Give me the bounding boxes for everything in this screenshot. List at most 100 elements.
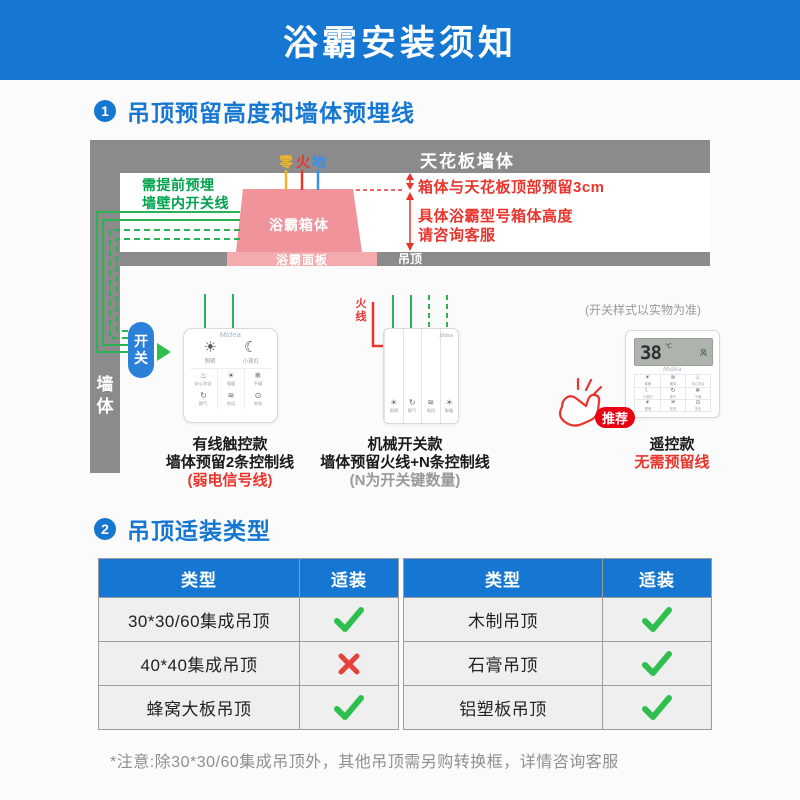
- section2-number-badge: 2: [94, 518, 116, 540]
- live-wire-label: 火: [296, 154, 310, 170]
- title-bar: 浴霸安装须知: [0, 0, 800, 80]
- ceiling-type-cell: 铝塑板吊顶: [404, 686, 602, 729]
- remote-key-light: ☀照明: [635, 399, 660, 411]
- remote-key-fan: ✳吹风: [660, 399, 685, 411]
- page-title: 浴霸安装须知: [282, 23, 517, 63]
- section2-header: 2 吊顶适装类型: [94, 512, 271, 546]
- midea-logo: Midea: [219, 332, 242, 339]
- mech-key-vent: ↻换气: [402, 329, 422, 423]
- touch-panel-wires: [204, 294, 234, 329]
- heater-panel-strip: 浴霸面板: [227, 252, 377, 267]
- ceiling-type-cell: 蜂窝大板吊顶: [99, 686, 299, 729]
- ground-wire-label: 地: [312, 154, 326, 170]
- embed-note-line1: 需提前预埋: [142, 177, 215, 193]
- ceiling-type-cell: 木制吊顶: [404, 598, 602, 641]
- dry-icon: ❄: [695, 387, 701, 394]
- bath-icon: ♨: [199, 371, 208, 380]
- compatibility-table-right: 类型 适装 木制吊顶 石膏吊顶 铝塑板吊顶: [403, 558, 712, 730]
- remote-key-dry: ❄干燥: [685, 387, 710, 399]
- check-icon: [334, 694, 364, 720]
- bath-icon: ♨: [695, 375, 701, 381]
- mech-key-blow: ≋吹风: [421, 329, 440, 423]
- remote-key-nightlight: ☾小夜灯: [635, 387, 660, 399]
- ceiling-type-cell: 30*30/60集成吊顶: [99, 598, 299, 641]
- fan-icon: ✳: [670, 399, 676, 406]
- heater-panel-label: 浴霸面板: [275, 252, 328, 267]
- moon-icon: ☾: [644, 387, 651, 394]
- column-header: 类型: [404, 559, 602, 597]
- compat-mark: [300, 642, 398, 685]
- neutral-wire-label: 零: [279, 154, 293, 170]
- switch-callout: 开 关: [128, 322, 154, 378]
- lcd-mode: 风: [700, 350, 707, 357]
- vent-icon: ↻: [408, 398, 416, 407]
- mech-panel-wires: [392, 295, 448, 329]
- touch-key-nightlight: ☾ 小夜灯: [242, 339, 259, 365]
- mech-key-heat: ☀取暖: [439, 329, 459, 423]
- sun-icon: ☀: [390, 398, 398, 407]
- height-note-line2: 请咨询客服: [418, 227, 496, 244]
- ceiling-type-cell: 石膏吊顶: [404, 642, 602, 685]
- footnote: *注意:除30*30/60集成吊顶外，其他吊顶需另购转换框，详情咨询客服: [110, 754, 619, 771]
- heat-icon: ☀: [445, 398, 453, 407]
- touch-key-dry: ❄干燥: [244, 369, 271, 389]
- gap-note: 箱体与天花板顶部预留3cm: [418, 179, 605, 196]
- column-header: 适装: [603, 559, 711, 597]
- mech-key-light: ☀照明: [384, 329, 403, 423]
- mechanical-switch-panel: Midea ☀照明 ↻换气 ≋吹风 ☀取暖: [383, 328, 459, 424]
- compat-mark: [603, 642, 711, 685]
- switch-style-note: (开关样式以实物为准): [585, 303, 701, 317]
- dry-icon: ❄: [254, 371, 262, 380]
- check-icon: [334, 606, 364, 632]
- compat-mark: [300, 598, 398, 641]
- touch-switch-panel: Midea ☀ 照明 ☾ 小夜灯 ♨安心沐浴 ☀强暖 ❄干燥 ↻换气 ≋吹风 ⊙…: [183, 328, 278, 423]
- remote-key-power: ⊙关机: [685, 399, 710, 411]
- embed-note-line2: 墙壁内开关线: [142, 195, 229, 211]
- compat-mark: [603, 686, 711, 729]
- touch-key-heat: ☀强暖: [217, 369, 244, 389]
- sun-icon: ☀: [203, 339, 217, 356]
- height-note-line1: 具体浴霸型号箱体高度: [418, 208, 574, 225]
- power-icon: ⊙: [695, 399, 701, 406]
- remote-key-warmwind: ≋暖风: [660, 375, 685, 387]
- remote-option-caption: 遥控款 无需预留线: [634, 436, 710, 471]
- recommend-badge: 推荐: [595, 407, 635, 428]
- blow-icon: ≋: [227, 391, 235, 400]
- compat-mark: [300, 686, 398, 729]
- ceiling-top-structure: [90, 140, 710, 173]
- check-icon: [642, 606, 672, 632]
- heat-icon: ☀: [644, 375, 651, 381]
- sun-icon: ☀: [644, 399, 651, 406]
- ceiling-wall-label: 天花板墙体: [420, 152, 515, 171]
- remote-key-heat: ☀取暖: [644, 375, 651, 386]
- section1-title: 吊顶预留高度和墙体预埋线: [127, 100, 415, 126]
- remote-lcd: 38 ℃ 风: [634, 338, 713, 366]
- ceiling-type-cell: 40*40集成吊顶: [99, 642, 299, 685]
- compat-mark: [603, 598, 711, 641]
- moon-icon: ☾: [244, 339, 258, 356]
- touch-key-light: ☀ 照明: [203, 339, 217, 365]
- vent-icon: ↻: [200, 391, 207, 400]
- section2-title: 吊顶适装类型: [127, 518, 271, 544]
- touch-option-caption: 有线触控款 墙体预留2条控制线 (弱电信号线): [165, 436, 295, 489]
- switch-arrow-icon: [157, 343, 171, 361]
- compatibility-table: 类型 适装 30*30/60集成吊顶 40*40集成吊顶 蜂窝大板吊顶 类型 适…: [98, 558, 712, 730]
- section1-number-badge: 1: [94, 100, 116, 122]
- power-icon: ⊙: [254, 391, 262, 400]
- column-header: 适装: [300, 559, 398, 597]
- check-icon: [642, 694, 672, 720]
- suspended-ceiling-label: 吊顶: [398, 252, 423, 266]
- wall-structure: [90, 140, 120, 473]
- column-header: 类型: [99, 559, 299, 597]
- touch-key-blow: ≋吹风: [217, 389, 244, 409]
- midea-logo: Midea: [439, 333, 453, 339]
- mech-option-caption: 机械开关款 墙体预留火线+N条控制线 (N为开关键数量): [320, 436, 490, 489]
- vent-icon: ↻: [670, 387, 676, 394]
- touch-key-vent: ↻换气: [199, 391, 208, 407]
- live-wire-callout: 火 线: [355, 298, 367, 323]
- midea-logo: Midea: [663, 367, 682, 373]
- lcd-temperature: 38: [640, 342, 662, 364]
- cross-icon: [338, 653, 360, 674]
- section1-header: 1 吊顶预留高度和墙体预埋线: [94, 94, 415, 128]
